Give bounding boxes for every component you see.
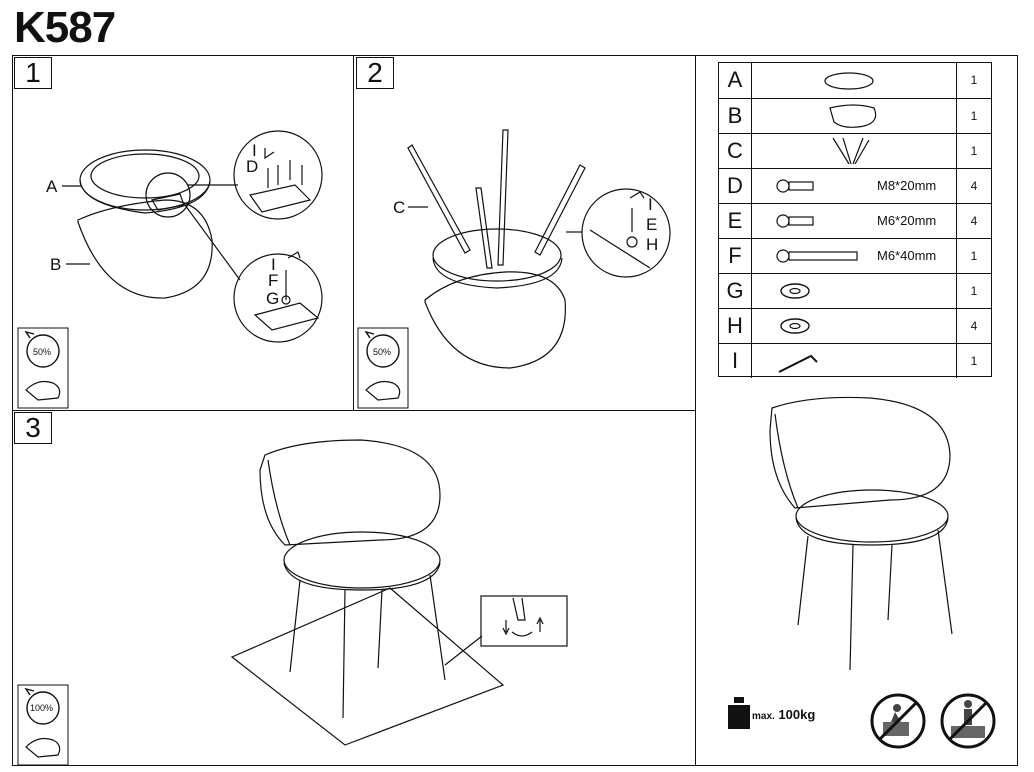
max-load: max. 100kg [752,707,815,722]
bolt-icon [776,214,814,228]
part-qty: 1 [956,134,991,168]
bolt-icon [776,179,814,193]
part-qty: 4 [956,204,991,238]
rotation-percent: 50% [33,347,52,357]
part-row: E M6*20mm 4 [719,203,991,238]
part-letter: G [719,274,752,308]
callout-i: I [271,255,276,274]
part-qty: 1 [956,99,991,133]
part-letter: C [719,134,752,168]
callout-b: B [50,255,62,274]
part-letter: I [719,344,752,378]
legs-icon [832,137,870,165]
part-qty: 1 [956,274,991,308]
weight-icon [728,697,750,729]
part-row: H 4 [719,308,991,343]
part-row: A 1 [719,63,991,98]
callout-h: H [646,235,659,254]
callout-f: F [268,271,279,290]
rotation-percent: 50% [373,347,392,357]
divider [12,410,696,411]
backrest-icon [829,104,877,128]
callout-e: E [646,215,658,234]
part-dimension: M8*20mm [877,178,937,193]
max-load-prefix: max. [752,711,775,722]
part-row: I 1 [719,343,991,378]
part-row: F M6*40mm 1 [719,238,991,273]
part-qty: 1 [956,239,991,273]
part-letter: D [719,169,752,203]
rotate-icon [17,327,69,409]
step-number: 2 [356,57,394,89]
long-bolt-icon [776,249,858,263]
part-row: G 1 [719,273,991,308]
step-number: 3 [14,412,52,444]
part-dimension: M6*20mm [877,213,937,228]
part-qty: 4 [956,309,991,343]
rotate-icon [357,327,409,409]
part-qty: 1 [956,63,991,98]
callout-g: G [266,289,280,308]
max-load-value: 100kg [778,707,816,722]
part-letter: A [719,63,752,98]
washer-icon [780,283,810,299]
part-qty: 4 [956,169,991,203]
parts-list: A 1 B 1 C 1 D M8*20mm 4 E M6*20mm 4 F M6… [718,62,992,378]
rotation-percent: 100% [30,703,54,713]
part-dimension: M6*40mm [877,248,937,263]
callout-c: C [393,198,406,217]
part-row: D M8*20mm 4 [719,168,991,203]
no-standing-icon [940,693,996,749]
callout-i: I [648,195,653,214]
part-row: C 1 [719,133,991,168]
washer-icon [780,318,810,334]
seat-icon [824,72,874,90]
part-row: B 1 [719,98,991,133]
part-letter: E [719,204,752,238]
rotate-icon [17,684,69,766]
no-standing-on-chair-icon [870,693,926,749]
part-letter: H [719,309,752,343]
product-code: K587 [14,3,116,52]
allen-key-icon [778,354,818,373]
callout-i: I [252,141,257,160]
divider [353,55,354,410]
step-number: 1 [14,57,52,89]
callout-d: D [246,157,259,176]
part-qty: 1 [956,344,991,378]
part-letter: F [719,239,752,273]
callout-a: A [46,177,58,196]
part-letter: B [719,99,752,133]
